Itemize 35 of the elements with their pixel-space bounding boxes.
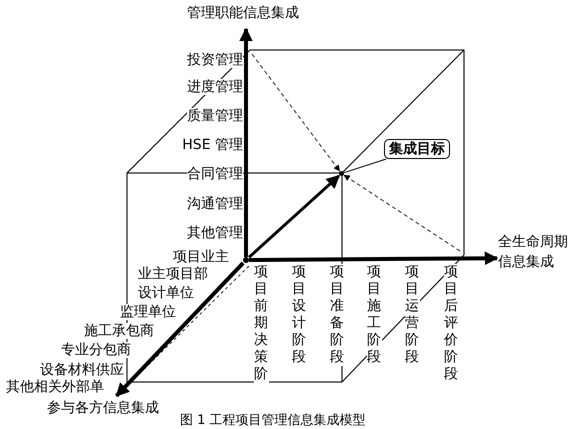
- target-point: [339, 171, 344, 176]
- arrow: [343, 174, 460, 252]
- function-label: 质量管理: [187, 108, 243, 124]
- participant-label: 施工承包商: [84, 323, 154, 339]
- axis-arrow: [115, 262, 245, 398]
- arrow: [252, 54, 340, 172]
- phase-label: 项目后评价阶段: [444, 264, 459, 383]
- participant-label: 专业分包商: [61, 342, 131, 358]
- leader-line: [344, 158, 387, 174]
- origin-point: [243, 257, 249, 263]
- participant-label: 项目业主: [173, 249, 229, 265]
- phase-label: 项目运营阶段: [405, 264, 420, 366]
- participant-label: 设计单位: [138, 285, 194, 301]
- axis-title: 全生命周期信息集成: [498, 232, 570, 272]
- function-label: 沟通管理: [187, 196, 243, 212]
- participant-label: 业主项目部: [138, 266, 208, 282]
- axis-title: 管理职能信息集成: [187, 3, 319, 23]
- callout-box: 集成目标: [384, 139, 450, 159]
- function-label: HSE 管理: [182, 137, 243, 153]
- function-label: 投资管理: [187, 52, 243, 68]
- function-label: 合同管理: [187, 166, 243, 182]
- function-label: 其他管理: [187, 225, 243, 241]
- phase-label: 项目设计阶段: [292, 264, 307, 366]
- participant-label: 设备材料供应: [40, 362, 124, 378]
- phase-label: 项目前期决策阶: [254, 264, 269, 383]
- function-label: 进度管理: [187, 79, 243, 95]
- phase-label: 项目施工阶段: [367, 264, 382, 366]
- participant-label: 其他相关外部单: [6, 379, 104, 395]
- caption: 图 1 工程项目管理信息集成模型: [180, 413, 366, 428]
- phase-label: 项目准备阶段: [330, 264, 345, 366]
- axis-arrow: [248, 252, 498, 266]
- participant-label: 监理单位: [120, 304, 176, 320]
- axis-arrow: [239, 28, 253, 257]
- axis-title: 参与各方信息集成: [47, 398, 167, 418]
- arrow: [248, 174, 340, 258]
